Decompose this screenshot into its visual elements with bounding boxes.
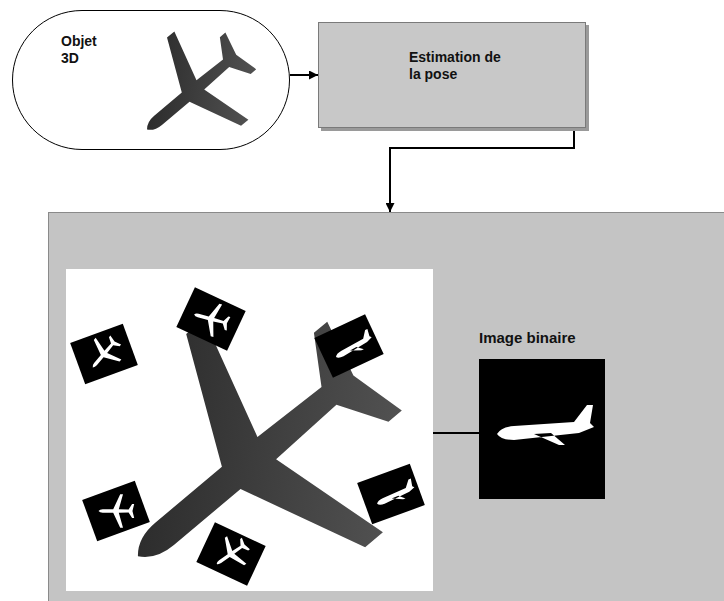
binary-image-ground <box>479 359 605 499</box>
text-block: Estimation de la pose <box>409 49 509 83</box>
view-card <box>70 322 139 385</box>
node-label: Estimation de la pose <box>409 49 509 83</box>
text-block: Image binaire <box>479 329 576 346</box>
leader-line <box>433 432 479 434</box>
process-box: Estimation de la pose <box>318 22 586 128</box>
view-card <box>176 287 245 351</box>
view-card <box>357 464 425 524</box>
group-panel: Image binaire <box>48 212 724 601</box>
airplane-silhouette <box>110 11 278 151</box>
airplane-model <box>49 259 454 601</box>
flow-arrow <box>390 128 574 212</box>
airplane-3d-illustration <box>13 11 291 151</box>
node-label: Objet 3D <box>61 33 97 67</box>
binary-image-picture <box>479 359 605 499</box>
flow-arrow <box>290 74 318 76</box>
binary-image: Image binaire <box>479 329 605 499</box>
view-card <box>196 520 267 587</box>
pose-views-illustration <box>49 213 724 601</box>
object-pill: Objet 3D <box>12 10 290 150</box>
view-card <box>314 314 383 378</box>
node-label: Image binaire <box>479 329 576 346</box>
binary-silhouette <box>497 405 594 445</box>
view-card <box>82 481 150 542</box>
text-block: Objet 3D <box>61 33 97 67</box>
